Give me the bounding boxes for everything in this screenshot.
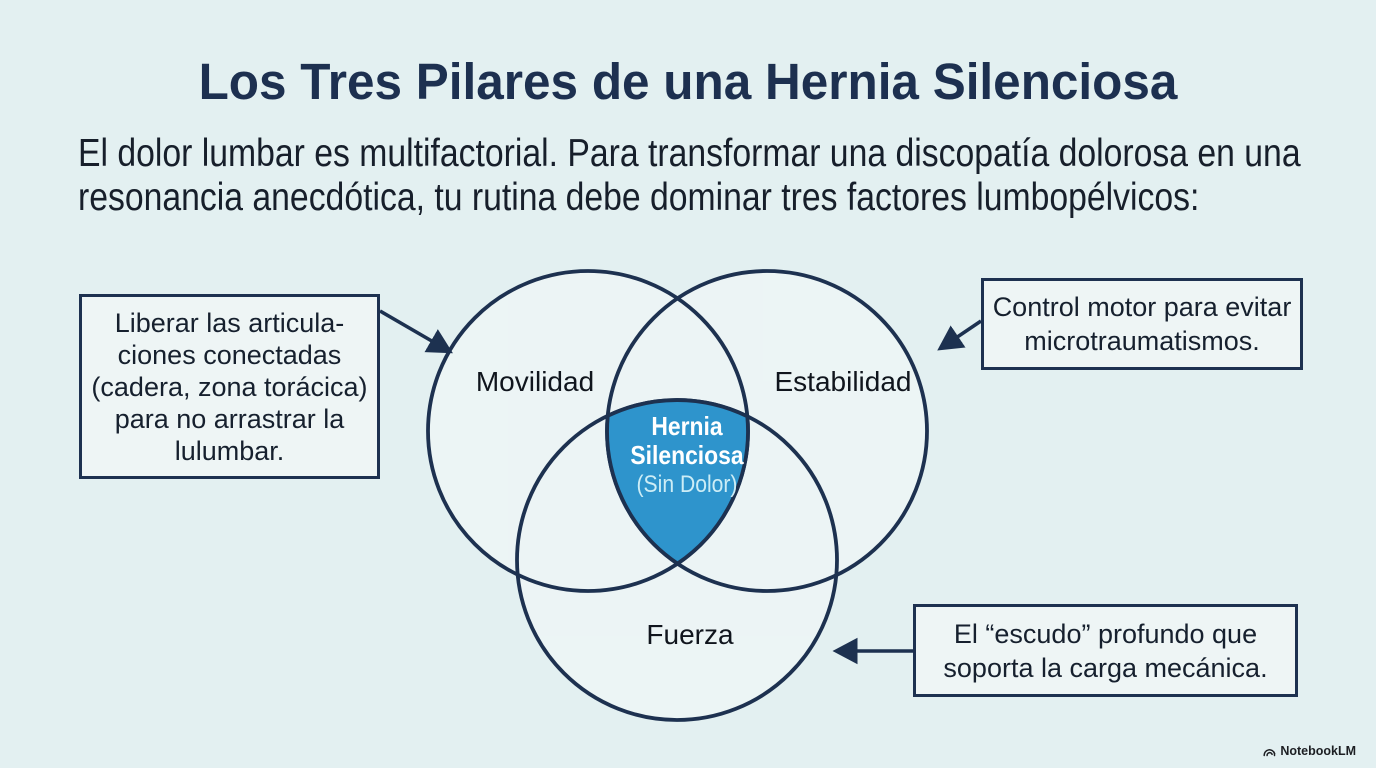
page-subtitle: El dolor lumbar es multifactorial. Para … [78,132,1301,219]
brand-name: NotebookLM [1280,744,1356,758]
venn-center-label: Hernia Silenciosa (Sin Dolor) [599,412,775,499]
page-title: Los Tres Pilares de una Hernia Silencios… [198,53,1178,110]
center-line-2: Silenciosa [630,440,744,470]
label-estabilidad: Estabilidad [774,366,912,397]
arrow-left-callout [379,309,453,354]
callout-fuerza: El “escudo” profundo que soporta la carg… [913,604,1298,697]
center-line-1: Hernia [651,411,723,441]
label-movilidad: Movilidad [475,366,595,397]
label-fuerza: Fuerza [646,619,734,650]
notebooklm-icon [1263,748,1276,756]
notebooklm-brand: NotebookLM [1262,744,1356,758]
callout-estabilidad: Control motor para evitar microtraumatis… [981,278,1303,370]
callout-movilidad: Liberar las articula- ciones conectadas … [79,294,380,479]
callout-arrows [379,309,982,665]
venn-center-region [605,398,750,566]
arrow-right-callout [937,319,982,351]
center-line-3: (Sin Dolor) [636,471,738,498]
